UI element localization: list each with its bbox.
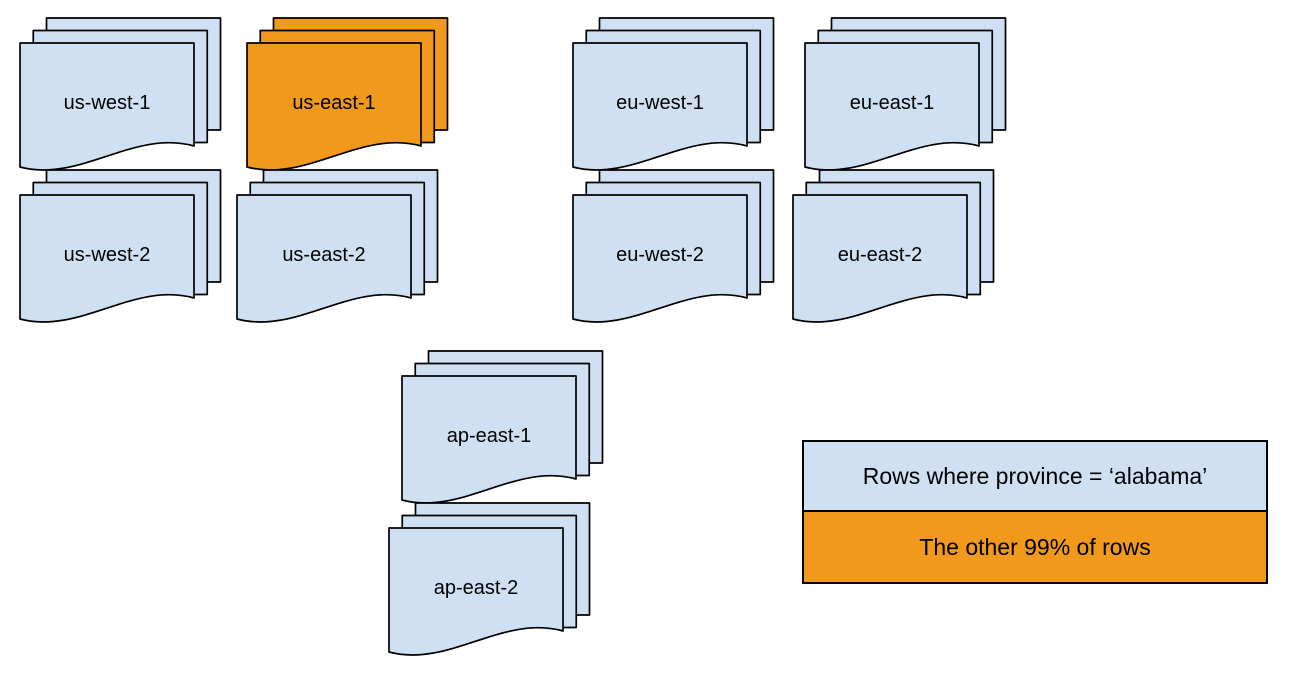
legend-label-alabama-rows: Rows where province = ‘alabama’ (863, 463, 1208, 489)
region-label: eu-east-1 (850, 92, 935, 114)
legend-swatch-alabama-rows (802, 440, 1268, 512)
region-stack-us-east-2: us-east-2 (236, 169, 439, 323)
region-label: eu-west-1 (616, 92, 704, 114)
legend: Rows where province = ‘alabama’ The othe… (802, 440, 1268, 584)
region-label: us-west-1 (64, 92, 151, 114)
region-stack-us-east-1: us-east-1 (246, 17, 449, 171)
region-label: us-east-2 (282, 244, 365, 266)
region-label: ap-east-1 (447, 425, 532, 447)
region-stack-us-west-2: us-west-2 (19, 169, 222, 323)
legend-swatch-other-rows (802, 510, 1268, 584)
document-shape (19, 42, 195, 171)
legend-label-other-rows: The other 99% of rows (919, 534, 1150, 560)
document-shape (236, 194, 412, 323)
region-label: us-west-2 (64, 244, 151, 266)
region-stack-eu-west-2: eu-west-2 (572, 169, 775, 323)
document-shape (19, 194, 195, 323)
region-label: eu-west-2 (616, 244, 704, 266)
legend-border (802, 440, 1268, 584)
region-stack-eu-east-1: eu-east-1 (804, 17, 1007, 171)
document-shape (388, 527, 564, 656)
region-stack-ap-east-2: ap-east-2 (388, 502, 591, 656)
region-stack-us-west-1: us-west-1 (19, 17, 222, 171)
region-label: ap-east-2 (434, 577, 519, 599)
document-shape (572, 194, 748, 323)
document-shape (792, 194, 968, 323)
region-stack-eu-east-2: eu-east-2 (792, 169, 995, 323)
region-label: us-east-1 (292, 92, 375, 114)
document-shape (572, 42, 748, 171)
region-stack-eu-west-1: eu-west-1 (572, 17, 775, 171)
region-stack-ap-east-1: ap-east-1 (401, 350, 604, 504)
region-label: eu-east-2 (838, 244, 923, 266)
